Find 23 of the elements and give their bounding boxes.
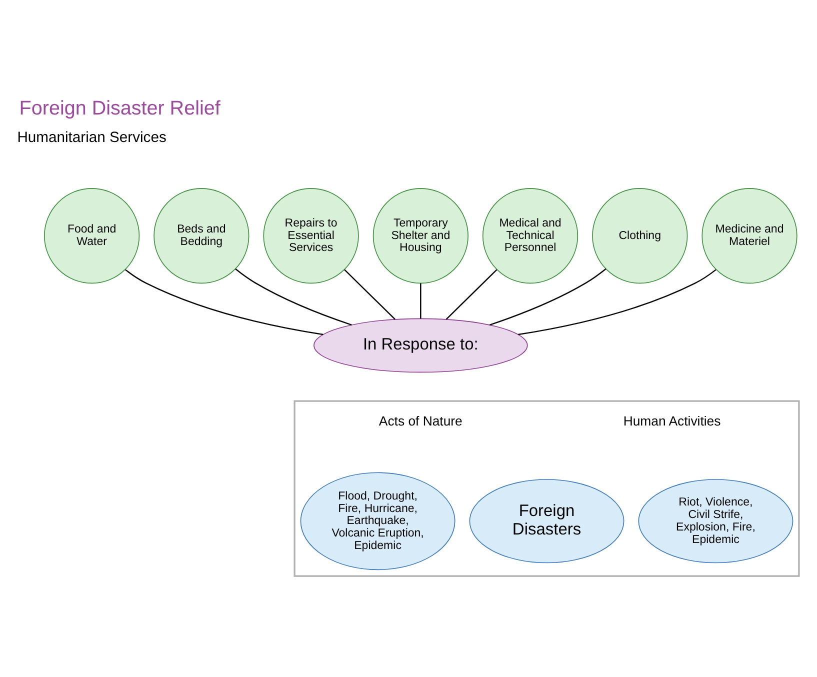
node-circle: Medical and Technical Personnel [482,188,578,284]
connector [125,268,324,335]
cluster [294,400,800,576]
diagram-title: Foreign Disaster Relief [19,96,220,119]
node-ellipse: Flood, Drought, Fire, Hurricane, Earthquake, Volcanic Eruption, Epidemic [300,472,456,570]
label: Human Activities [623,413,721,428]
connector [420,282,422,318]
label: Acts of Nature [378,413,462,428]
connector [518,268,716,335]
connector [489,268,606,326]
node-circle: Repairs to Essential Services [263,188,359,284]
label: Humanitarian Services [17,129,166,146]
node-ellipse: In Response to: [314,318,528,372]
connector [235,268,352,326]
node-ellipse: Foreign Disasters [469,478,624,563]
connector [344,268,396,320]
node-circle: Beds and Bedding [154,188,250,284]
node-circle: Food and Water [44,188,140,284]
node-ellipse: Riot, Violence, Civil Strife, Explosion, Fire, Epidemic [638,478,794,563]
node-circle: Clothing [592,188,688,284]
node-circle: Medicine and Materiel [702,188,798,284]
node-circle: Temporary Shelter and Housing [372,188,468,284]
connector [446,268,498,320]
